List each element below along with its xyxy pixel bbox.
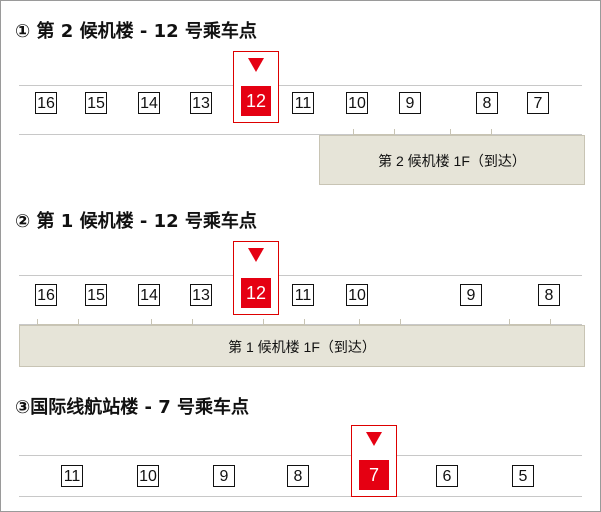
stop-t2-10[interactable]: 10 <box>346 92 368 114</box>
stop-intl-8[interactable]: 8 <box>287 465 309 487</box>
stop-intl-6[interactable]: 6 <box>436 465 458 487</box>
notch <box>359 319 401 325</box>
stop-t2-11[interactable]: 11 <box>292 92 314 114</box>
stop-t1-15[interactable]: 15 <box>85 284 107 306</box>
stop-t2-8[interactable]: 8 <box>476 92 498 114</box>
stop-t2-12[interactable]: 12 <box>241 86 271 116</box>
stop-t1-14[interactable]: 14 <box>138 284 160 306</box>
rail-t1: 16 15 14 13 11 10 9 8 <box>19 275 582 325</box>
stop-intl-9[interactable]: 9 <box>213 465 235 487</box>
terminal-bar-t2: 第 2 候机楼 1F（到达） <box>319 135 585 185</box>
stop-t2-14[interactable]: 14 <box>138 92 160 114</box>
marker-t1-12[interactable]: 12 <box>233 241 279 315</box>
stop-t2-15[interactable]: 15 <box>85 92 107 114</box>
notch <box>353 129 395 135</box>
notch <box>263 319 305 325</box>
stop-intl-5[interactable]: 5 <box>512 465 534 487</box>
stop-t2-13[interactable]: 13 <box>190 92 212 114</box>
stop-t1-16[interactable]: 16 <box>35 284 57 306</box>
stop-intl-11[interactable]: 11 <box>61 465 83 487</box>
down-triangle-icon <box>366 432 382 446</box>
stop-t1-10[interactable]: 10 <box>346 284 368 306</box>
marker-intl-7[interactable]: 7 <box>351 425 397 497</box>
stop-t2-7[interactable]: 7 <box>527 92 549 114</box>
stop-t1-8[interactable]: 8 <box>538 284 560 306</box>
stop-t2-9[interactable]: 9 <box>399 92 421 114</box>
section-title-t1: ② 第 1 候机楼 - 12 号乘车点 <box>15 211 257 232</box>
rail-t2: 16 15 14 13 11 10 9 8 7 <box>19 85 582 135</box>
stop-t1-13[interactable]: 13 <box>190 284 212 306</box>
marker-t2-12[interactable]: 12 <box>233 51 279 123</box>
section-title-intl: ③国际线航站楼 - 7 号乘车点 <box>15 397 250 418</box>
down-triangle-icon <box>248 58 264 72</box>
stop-intl-7[interactable]: 7 <box>359 460 389 490</box>
down-triangle-icon <box>248 248 264 262</box>
stop-t1-12[interactable]: 12 <box>241 278 271 308</box>
stop-t1-11[interactable]: 11 <box>292 284 314 306</box>
section-title-t2: ① 第 2 候机楼 - 12 号乘车点 <box>15 21 257 42</box>
notch <box>509 319 551 325</box>
notch <box>151 319 193 325</box>
stop-t1-9[interactable]: 9 <box>460 284 482 306</box>
terminal-bar-t1: 第 1 候机楼 1F（到达） <box>19 325 585 367</box>
notch <box>37 319 79 325</box>
rail-intl: 11 10 9 8 6 5 <box>19 455 582 497</box>
notch <box>450 129 492 135</box>
stop-intl-10[interactable]: 10 <box>137 465 159 487</box>
stop-t2-16[interactable]: 16 <box>35 92 57 114</box>
